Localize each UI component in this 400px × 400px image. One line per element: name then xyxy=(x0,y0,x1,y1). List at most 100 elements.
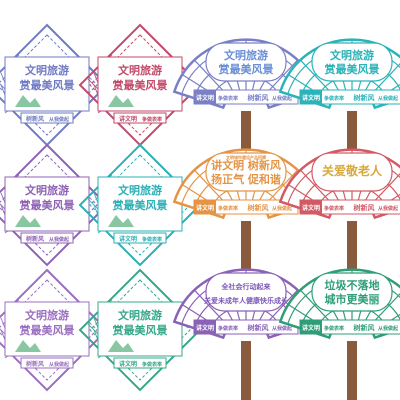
lattice-line xyxy=(0,192,6,204)
sign-title-line: 文明旅游 xyxy=(25,183,69,197)
tag-strip: 讲文明争做表率树新风从我做起 xyxy=(299,199,400,215)
tag-label: 讲文明 xyxy=(302,204,320,212)
fan-title-line: 赏最美风景 xyxy=(325,62,380,76)
lattice-line xyxy=(0,203,6,210)
tag-label: 从我做起 xyxy=(49,361,70,368)
fan-sign: 文明城市建设产品招牌讲文明 树新风扬正气 促和谐讲文明争做表率树新风从我做起 xyxy=(172,148,320,286)
tag-label: 从我做起 xyxy=(378,95,399,102)
sign-title-line: 文明旅游 xyxy=(25,308,69,322)
tag-label: 树新风 xyxy=(26,360,44,368)
tag-strip: 讲文明争做表率 xyxy=(113,232,167,244)
sign-title-line: 赏最美风景 xyxy=(20,323,75,337)
sign-title-line: 赏最美风景 xyxy=(20,78,75,92)
fan-title-line: 赏最美风景 xyxy=(219,62,274,76)
tag-label: 争做表率 xyxy=(218,325,238,332)
sign-title-line: 赏最美风景 xyxy=(113,78,168,92)
tag-highlight xyxy=(300,320,322,334)
mountain-illustration xyxy=(15,215,41,227)
tag-strip: 讲文明争做表率 树新风从我做起 xyxy=(193,319,299,335)
fan-text-panel xyxy=(205,152,287,192)
fan-title-line: 文明旅游 xyxy=(330,48,374,62)
tag-label: 讲文明 xyxy=(119,235,137,243)
tag-box xyxy=(113,112,167,124)
lattice-line xyxy=(93,204,99,216)
diamond-sign: 文明旅游赏最美风景讲文明争做表率 xyxy=(78,143,202,267)
tag-highlight xyxy=(300,90,322,104)
tag-label: 争做表率 xyxy=(142,236,162,243)
mountain-illustration xyxy=(108,95,134,107)
fan-text-panel xyxy=(205,42,287,82)
fan-handle xyxy=(241,111,251,176)
tag-strip: 讲文明争做表率 xyxy=(113,112,167,124)
sign-title-line: 赏最美风景 xyxy=(113,323,168,337)
tag-highlight xyxy=(300,200,322,214)
lattice-line xyxy=(93,317,99,329)
lattice-line xyxy=(93,192,99,204)
tag-label: 争做表率 xyxy=(142,361,162,368)
fan-title-line: 全社会行动起来 xyxy=(221,282,272,291)
tag-label: 争做表率 xyxy=(142,116,162,123)
tag-label: 从我做起 xyxy=(272,95,293,102)
tag-box xyxy=(113,232,167,244)
fan-title-line: 关爱敬老人 xyxy=(322,163,383,178)
tag-highlight xyxy=(194,90,216,104)
lattice-line xyxy=(0,317,6,329)
mountain-illustration xyxy=(108,215,134,227)
lattice-line xyxy=(93,329,99,341)
tag-label: 树新风 xyxy=(248,323,269,332)
tag-label: 从我做起 xyxy=(49,116,70,123)
tag-label: 争做表率 xyxy=(218,205,238,212)
sign-title-line: 文明旅游 xyxy=(118,63,162,77)
tag-box xyxy=(20,112,74,124)
tag-label: 讲文明 xyxy=(196,324,214,332)
fan-header: 文明城市建设产品招牌 xyxy=(226,154,266,160)
tag-label: 讲文明 xyxy=(302,324,320,332)
tag-label: 从我做起 xyxy=(49,236,70,243)
tag-strip: 讲文明争做表率树新风从我做起 xyxy=(299,319,400,335)
fan-title-line: 文明旅游 xyxy=(224,48,268,62)
tag-strip: 树新风从我做起 xyxy=(20,357,74,369)
fan-text-panel xyxy=(311,42,393,82)
lattice-line xyxy=(87,198,99,210)
lattice-line xyxy=(0,204,6,216)
sign-title-line: 文明旅游 xyxy=(25,63,69,77)
fan-handle xyxy=(347,341,357,400)
mountain-illustration xyxy=(15,340,41,352)
fan-text-panel xyxy=(311,152,393,192)
tag-label: 争做表率 xyxy=(324,95,344,102)
tag-label: 树新风 xyxy=(354,323,375,332)
lattice-line xyxy=(0,328,6,335)
fan-sign: 垃圾不落地城市更美丽讲文明争做表率树新风从我做起 xyxy=(278,268,400,400)
lattice-line xyxy=(93,72,99,84)
fan-title-line: 扬正气 促和谐 xyxy=(211,172,281,186)
fan-handle xyxy=(241,341,251,400)
tag-label: 从我做起 xyxy=(272,325,293,332)
fan-sign: 文明旅游赏最美风景讲文明争做表率树新风从我做起 xyxy=(278,38,400,176)
fan-title-line: 关爱未成年人健康快乐成长 xyxy=(204,296,289,305)
fan-title-line: 垃圾不落地 xyxy=(325,278,380,292)
tag-highlight xyxy=(194,320,216,334)
tag-label: 树新风 xyxy=(26,115,44,123)
tag-label: 讲文明 xyxy=(196,94,214,102)
tag-label: 讲文明 xyxy=(119,115,137,123)
lattice-line xyxy=(0,84,6,96)
lattice-line xyxy=(87,78,99,90)
fan-handle xyxy=(347,111,357,176)
tag-label: 树新风 xyxy=(248,203,269,212)
diamond-sign: 文明旅游赏最美风景讲文明争做表率 xyxy=(78,268,202,392)
tag-strip: 讲文明争做表率树新风从我做起 xyxy=(193,89,299,105)
lattice-line xyxy=(0,72,6,84)
fan-handle xyxy=(347,221,357,286)
tag-strip: 讲文明争做表率树新风从我做起 xyxy=(299,89,400,105)
diamond-sign: 文明旅游赏最美风景树新风从我做起 xyxy=(0,143,109,267)
sign-title-line: 文明旅游 xyxy=(118,183,162,197)
tag-strip: 树新风从我做起 xyxy=(20,232,74,244)
fan-title-line: 城市更美丽 xyxy=(325,292,380,306)
tag-highlight xyxy=(194,200,216,214)
mountain-illustration xyxy=(108,340,134,352)
fan-title-line: 讲文明 树新风 xyxy=(211,158,281,172)
tag-label: 讲文明 xyxy=(302,94,320,102)
lattice-line xyxy=(0,83,6,90)
tag-label: 争做表率 xyxy=(324,205,344,212)
sign-title-line: 赏最美风景 xyxy=(113,198,168,212)
